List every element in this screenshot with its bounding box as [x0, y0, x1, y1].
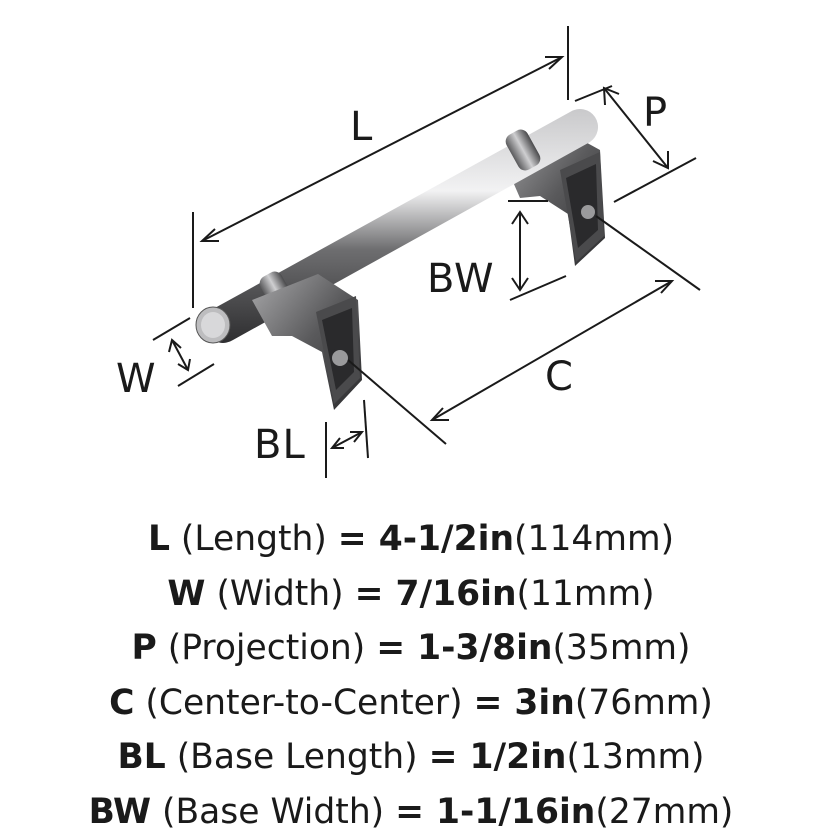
spec-desc: (Width) — [205, 573, 355, 614]
spec-base-length: BL (Base Length) = 1/2in(13mm) — [0, 730, 822, 785]
front-post — [252, 274, 362, 410]
spec-value: 1-1/16in — [436, 791, 596, 832]
spec-metric: (76mm) — [574, 682, 713, 723]
w-dimension-line — [171, 339, 189, 371]
spec-width: W (Width) = 7/16in(11mm) — [0, 567, 822, 622]
spec-desc: (Projection) — [156, 628, 377, 668]
spec-equals: = — [473, 682, 515, 723]
l-dimension-line — [201, 56, 563, 242]
label-bl: BL — [254, 422, 306, 468]
c-extension-right — [595, 215, 701, 291]
spec-value: 1-3/8in — [417, 628, 553, 668]
bl-arrow-right — [350, 431, 365, 443]
c-dimension-line — [431, 280, 673, 421]
c-arrow-left — [429, 407, 449, 421]
pull-diagram: L P BW W C BL — [116, 26, 701, 478]
bl-dimension-line — [331, 431, 363, 449]
w-extension-bottom — [177, 363, 215, 387]
spec-center-to-center: C (Center-to-Center) = 3in(76mm) — [0, 676, 822, 731]
spec-metric: (27mm) — [595, 791, 734, 832]
p-extension-bottom — [613, 157, 697, 203]
spec-key: P — [131, 628, 157, 668]
spec-value: 1/2in — [469, 737, 567, 777]
label-bw: BW — [427, 256, 495, 302]
c-arrow-right — [655, 280, 675, 294]
bl-extension-right — [363, 399, 369, 459]
label-p: P — [643, 90, 668, 136]
spec-metric: (35mm) — [552, 628, 691, 668]
c-extension-left — [347, 359, 447, 445]
bar-body — [195, 108, 599, 344]
spec-base-width: BW (Base Width) = 1-1/16in(27mm) — [0, 785, 822, 840]
l-arrow-right — [545, 56, 565, 70]
spec-equals: = — [395, 791, 437, 832]
p-arrow-bottom — [652, 151, 669, 170]
spec-desc: (Base Length) — [165, 737, 429, 777]
spec-equals: = — [376, 628, 418, 668]
label-l: L — [350, 104, 373, 150]
back-collar — [505, 129, 541, 171]
spec-key: C — [109, 682, 135, 723]
spec-key: L — [147, 519, 170, 559]
bar-pull — [195, 108, 605, 410]
spec-metric: (11mm) — [516, 573, 655, 614]
spec-equals: = — [354, 573, 396, 614]
bw-arrow-bottom — [511, 277, 529, 292]
spec-equals: = — [337, 519, 379, 559]
bl-arrow-left — [329, 437, 344, 449]
spec-projection: P (Projection) = 1-3/8in(35mm) — [0, 621, 822, 676]
spec-desc: (Center-to-Center) — [134, 682, 474, 723]
label-w: W — [116, 356, 157, 402]
bw-arrow-top — [511, 210, 529, 225]
spec-value: 4-1/2in — [378, 519, 515, 559]
l-arrow-left — [199, 228, 219, 242]
spec-value: 7/16in — [395, 573, 517, 614]
label-c: C — [545, 354, 574, 400]
w-arrow-bottom — [177, 358, 191, 372]
p-arrow-top — [602, 86, 620, 106]
spec-key: W — [167, 573, 206, 614]
spec-list: L (Length) = 4-1/2in(114mm) W (Width) = … — [0, 512, 822, 839]
w-extension-top — [152, 317, 191, 341]
bw-extension-bottom — [509, 275, 567, 301]
dimension-lines — [152, 26, 701, 478]
p-dimension-line — [603, 87, 669, 169]
spec-metric: (13mm) — [566, 737, 705, 777]
spec-desc: (Length) — [169, 519, 338, 559]
w-arrow-top — [168, 338, 182, 353]
spec-length: L (Length) = 4-1/2in(114mm) — [0, 512, 822, 567]
spec-key: BL — [117, 737, 166, 777]
spec-key: BW — [88, 791, 152, 832]
spec-metric: (114mm) — [514, 519, 675, 559]
spec-value: 3in — [514, 682, 575, 723]
spec-equals: = — [428, 737, 470, 777]
spec-desc: (Base Width) — [151, 791, 396, 832]
